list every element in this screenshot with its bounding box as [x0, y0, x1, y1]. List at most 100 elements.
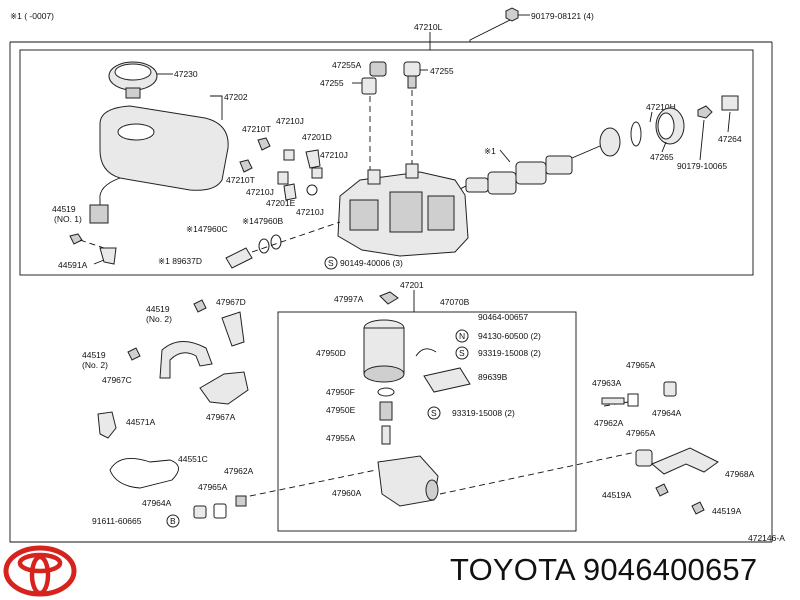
- part-label-47255-right: 47255: [430, 66, 454, 76]
- sensor-connector: [89, 204, 109, 224]
- shaft-body-2: [515, 161, 547, 185]
- part-label-47960A: 47960A: [332, 488, 362, 498]
- assembly-label-bottom: 47201: [400, 280, 424, 290]
- clip-90464: [415, 348, 437, 357]
- assembly-label: 47210L: [414, 22, 443, 32]
- pump-port: [425, 479, 439, 501]
- wire-harness-44551C: [109, 457, 179, 489]
- bolt-90179-08121: [505, 7, 519, 22]
- part-label-47968A: 47968A: [725, 469, 755, 479]
- part-label-44519-no2b: 44519: [82, 350, 106, 360]
- bushing-47965A-right: [635, 449, 653, 467]
- part-label-47255A: 47255A: [332, 60, 362, 70]
- bolt-47955A: [381, 425, 391, 445]
- mark-s-1-text: S: [328, 258, 334, 268]
- shaft-seal: [465, 177, 489, 193]
- part-label-47967A: 47967A: [206, 412, 236, 422]
- part-label-47265: 47265: [650, 152, 674, 162]
- collar-47962A-right: [627, 393, 639, 407]
- part-label-47201E: 47201E: [266, 198, 296, 208]
- part-label-147960C: ※147960C: [186, 224, 228, 234]
- bracket-47967A: [199, 371, 249, 405]
- port-1: [367, 169, 381, 185]
- actuator-block-3: [427, 195, 455, 231]
- part-label-47264: 47264: [718, 134, 742, 144]
- reservoir-cap-top: [114, 63, 152, 81]
- dash-pump-right: [439, 451, 637, 495]
- part-label-47967D: 47967D: [216, 297, 246, 307]
- port-2: [405, 163, 419, 179]
- shaft-body-3: [545, 155, 573, 175]
- plug-47255-right: [403, 61, 421, 77]
- leader-90179-10065: [699, 119, 705, 161]
- part-label-47210J-4: 47210J: [296, 207, 324, 217]
- washer-47997A: [379, 291, 399, 305]
- o-ring-147960C: [258, 238, 270, 254]
- part-label-47950F: 47950F: [326, 387, 355, 397]
- part-label-47964A-left: 47964A: [142, 498, 172, 508]
- part-label-47965A-r1: 47965A: [626, 360, 656, 370]
- bracket-47968A: [651, 447, 719, 475]
- grommet-47964A-left: [193, 505, 207, 519]
- mark-b-text: B: [170, 516, 176, 526]
- part-label-47967C: 47967C: [102, 375, 132, 385]
- pin-47963A: [601, 397, 625, 405]
- part-label-90179-08121: 90179-08121 (4): [531, 11, 594, 21]
- bushing-47965A-left: [213, 503, 227, 519]
- part-label-147960B: ※147960B: [242, 216, 283, 226]
- part-label-47964A-right: 47964A: [652, 408, 682, 418]
- collar-47962A-left: [235, 495, 247, 507]
- part-label-47210H: 47210H: [646, 102, 676, 112]
- part-label-90464: 90464-00657: [478, 312, 528, 322]
- fitting-47210J-1: [283, 149, 295, 161]
- part-label-189637D: ※1 89637D: [158, 256, 202, 266]
- fitting-47201D: [305, 149, 321, 169]
- dash-pump-left: [249, 469, 377, 497]
- plug-47255-left: [361, 77, 377, 95]
- bolt-44519: [69, 233, 83, 245]
- part-label-47210T-2: 47210T: [226, 175, 255, 185]
- part-label-star1: ※1: [484, 146, 496, 156]
- part-label-47202: 47202: [224, 92, 248, 102]
- dash-44519: [79, 239, 105, 249]
- brand-part-number: TOYOTA 9046400657: [450, 552, 758, 587]
- part-label-91611: 91611-60665: [92, 516, 142, 526]
- leader-44591A: [93, 259, 105, 265]
- header-note: ※1 ( -0007): [10, 11, 54, 21]
- actuator-block-1: [349, 199, 379, 231]
- boot-inner: [657, 112, 675, 140]
- mark-s-1: [324, 256, 338, 270]
- bolt-44519A-2: [691, 501, 705, 515]
- leader-47264: [727, 111, 731, 133]
- part-label-47230: 47230: [174, 69, 198, 79]
- toyota-logo: [3, 545, 77, 597]
- plug-stem-right: [407, 75, 417, 89]
- part-label-44519A-2: 44519A: [712, 506, 742, 516]
- piston-cup: [599, 127, 621, 157]
- part-label-no1-suffix: (NO. 1): [54, 214, 82, 224]
- part-label-no2b-suffix: (No. 2): [82, 360, 108, 370]
- mark-b: [166, 514, 180, 528]
- sensor-wire: [99, 177, 121, 215]
- fitting-47210J-3: [277, 171, 289, 185]
- figure-code: 472146-A: [748, 533, 785, 543]
- seal-47950F: [377, 387, 395, 397]
- mark-n-text: N: [459, 331, 465, 341]
- part-label-93319-a: 93319-15008 (2): [478, 348, 541, 358]
- part-label-93319-b: 93319-15008 (2): [452, 408, 515, 418]
- part-label-44519-no2a: 44519: [146, 304, 170, 314]
- actuator-block-2: [389, 191, 423, 233]
- mark-s-3-text: S: [431, 408, 437, 418]
- mark-s-2: [455, 346, 469, 360]
- part-label-47965A-left: 47965A: [198, 482, 228, 492]
- part-label-47950D: 47950D: [316, 348, 346, 358]
- bracket-44591A: [99, 247, 117, 265]
- shaft-rod: [571, 145, 601, 159]
- leader-47202: [210, 95, 223, 120]
- upper-box: [19, 49, 754, 276]
- part-label-90149: 90149-40006 (3): [340, 258, 403, 268]
- dash-sensor: [251, 221, 341, 253]
- part-label-47255-left: 47255: [320, 78, 344, 88]
- dash-shaft: [457, 185, 467, 191]
